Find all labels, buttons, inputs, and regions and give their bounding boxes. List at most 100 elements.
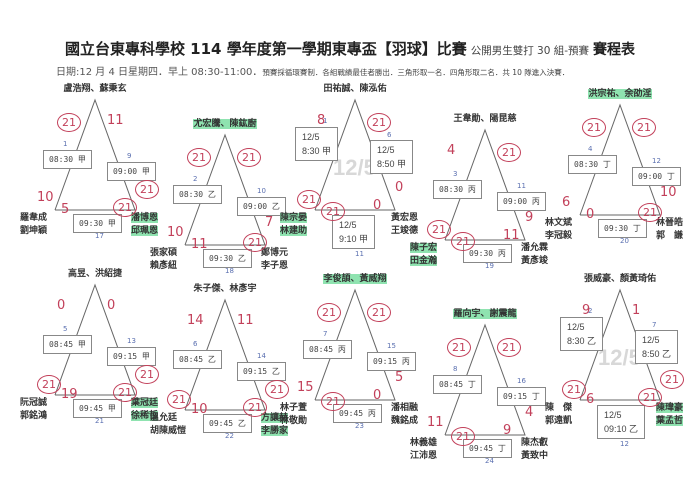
score-bottom-right: 11 [503, 228, 520, 243]
team-name: 阮冠誠 [20, 398, 48, 408]
score-left: 21 [297, 190, 321, 209]
team-right: 陳杰叡黃致中 [521, 437, 548, 463]
team-top: 李俊頡、黃威翔 [285, 273, 425, 286]
date-watermark: 12/5 [598, 345, 641, 370]
team-right: 黃宏恩王竣德 [391, 212, 418, 238]
team-name: 鄭博元 [261, 248, 289, 258]
title-subtitle: 公開男生雙打 30 組-預賽 [470, 45, 590, 57]
seq-left: 7 [323, 330, 328, 338]
page-title: 國立台東專科學校 114 學年度第一學期東專盃【羽球】比賽公開男生雙打 30 組… [0, 38, 700, 59]
match-left: 12/5 8:30 甲 [295, 127, 339, 161]
score-bottom-left: 10 [191, 402, 208, 417]
score-bottom-left: 5 [61, 202, 70, 217]
match-right: 09:15 丙 [367, 352, 416, 371]
team-right: 潘博恩邱珮恩 [131, 212, 159, 238]
match-left: 08:30 甲 [43, 150, 92, 169]
score-top-left: 9 [582, 303, 591, 318]
match-left: 08:45 丙 [303, 340, 352, 359]
team-right: 潘相融魏銘成 [391, 402, 418, 428]
team-name: 洪宗祐、余劭淫 [588, 89, 652, 99]
seq-right: 14 [257, 352, 266, 360]
score-bottom-left: 6 [586, 392, 595, 407]
score-top-left: 21 [317, 303, 341, 322]
team-name: 8:30 甲 [302, 146, 332, 156]
team-top: 洪宗祐、余劭淫 [550, 88, 690, 101]
team-top: 尤宏騰、陳鈜廚 [155, 118, 295, 131]
score-bottom-right: 21 [638, 388, 662, 407]
team-name: 高昱、洪紹捷 [67, 269, 122, 279]
score-left: 10 [167, 225, 184, 240]
team-name: 郭遠凱 [545, 416, 573, 426]
team-name: 黃宏恩 [391, 213, 419, 223]
match-bottom: 09:45 丙 [333, 404, 382, 423]
match-right: 09:00 乙 [237, 197, 286, 216]
team-top: 張威豪、顏黃琦佑 [550, 273, 690, 286]
team-name: 葉孟哲 [656, 416, 684, 426]
score-top-right: 11 [237, 313, 254, 328]
score-bottom-left: 21 [321, 392, 345, 411]
team-name: 邱珮恩 [131, 226, 159, 236]
seq-right: 6 [387, 131, 392, 139]
team-left: 林義雄江沛恩 [410, 437, 437, 463]
team-name: 陳瑋豪 [656, 403, 684, 413]
score-bottom-left: 11 [191, 237, 208, 252]
score-right: 9 [525, 210, 534, 225]
score-right: 4 [525, 405, 534, 420]
score-right: 7 [265, 215, 274, 230]
score-left: 10 [37, 190, 54, 205]
team-name: 8:30 乙 [567, 336, 597, 346]
seq-left: 1 [63, 140, 68, 148]
info-line: 日期:12 月 4 日星期四．早上 08:30-11:00．預賽採循環賽制．各組… [56, 63, 569, 78]
match-right: 09:15 丁 [497, 387, 546, 406]
team-left: 陳子宏田金瀚 [410, 242, 438, 268]
match-bottom: 09:30 丙 [463, 244, 512, 263]
score-top-left: 8 [317, 113, 326, 128]
seq-right: 13 [127, 337, 136, 345]
seq-right: 11 [517, 182, 526, 190]
seq-left: 1 [323, 117, 328, 125]
seq-left: 8 [453, 365, 458, 373]
seq-right: 7 [652, 321, 657, 329]
score-top-left: 21 [57, 113, 81, 132]
team-name: 林子萱 [280, 403, 308, 413]
team-name: 12/5 [339, 220, 357, 230]
team-name: 林義雄 [410, 438, 438, 448]
score-top-right: 1 [632, 303, 641, 318]
score-right: 21 [265, 380, 289, 399]
match-left: 08:30 丁 [568, 155, 617, 174]
score-top-right: 0 [107, 298, 116, 313]
title-tail: 賽程表 [593, 42, 636, 58]
team-name: 林敬勛 [280, 416, 308, 426]
team-name: 12/5 [604, 410, 622, 420]
match-left: 08:30 丙 [433, 180, 482, 199]
team-name: 陳宗晏 [280, 213, 308, 223]
match-bottom: 09:30 甲 [73, 214, 122, 233]
team-name: 林文斌 [545, 218, 573, 228]
team-top: 田祐誠、陳泓佑 [285, 83, 425, 96]
team-name: 黃彥竣 [521, 256, 549, 266]
team-name: 潘相融 [391, 403, 419, 413]
score-left: 21 [167, 390, 191, 409]
score-top-right: 21 [497, 143, 521, 162]
score-top-left: 21 [582, 118, 606, 137]
score-top-left: 0 [57, 298, 66, 313]
team-top: 王韋勛、陽昆慈 [415, 113, 555, 126]
team-name: 潘允霖 [521, 243, 549, 253]
team-name: 12/5 [302, 132, 320, 142]
match-bottom: 12/5 09:10 乙 [597, 405, 646, 439]
score-top-left: 14 [187, 313, 204, 328]
team-name: 盧浩翔、蘇秉玄 [63, 84, 127, 94]
seq-bottom: 11 [355, 250, 364, 258]
team-name: 張家碩 [150, 248, 178, 258]
team-name: 09:10 乙 [604, 424, 639, 434]
match-bottom: 09:30 丁 [598, 219, 647, 238]
match-bottom: 09:45 甲 [73, 399, 122, 418]
score-bottom-left: 21 [451, 427, 475, 446]
score-top-right: 21 [367, 303, 391, 322]
team-name: 溫允廷 [150, 413, 178, 423]
seq-bottom: 17 [95, 232, 104, 240]
team-name: 羅韋成 [20, 213, 48, 223]
match-left: 08:45 乙 [173, 350, 222, 369]
team-left: 陳 傑郭遠凱 [545, 402, 572, 428]
